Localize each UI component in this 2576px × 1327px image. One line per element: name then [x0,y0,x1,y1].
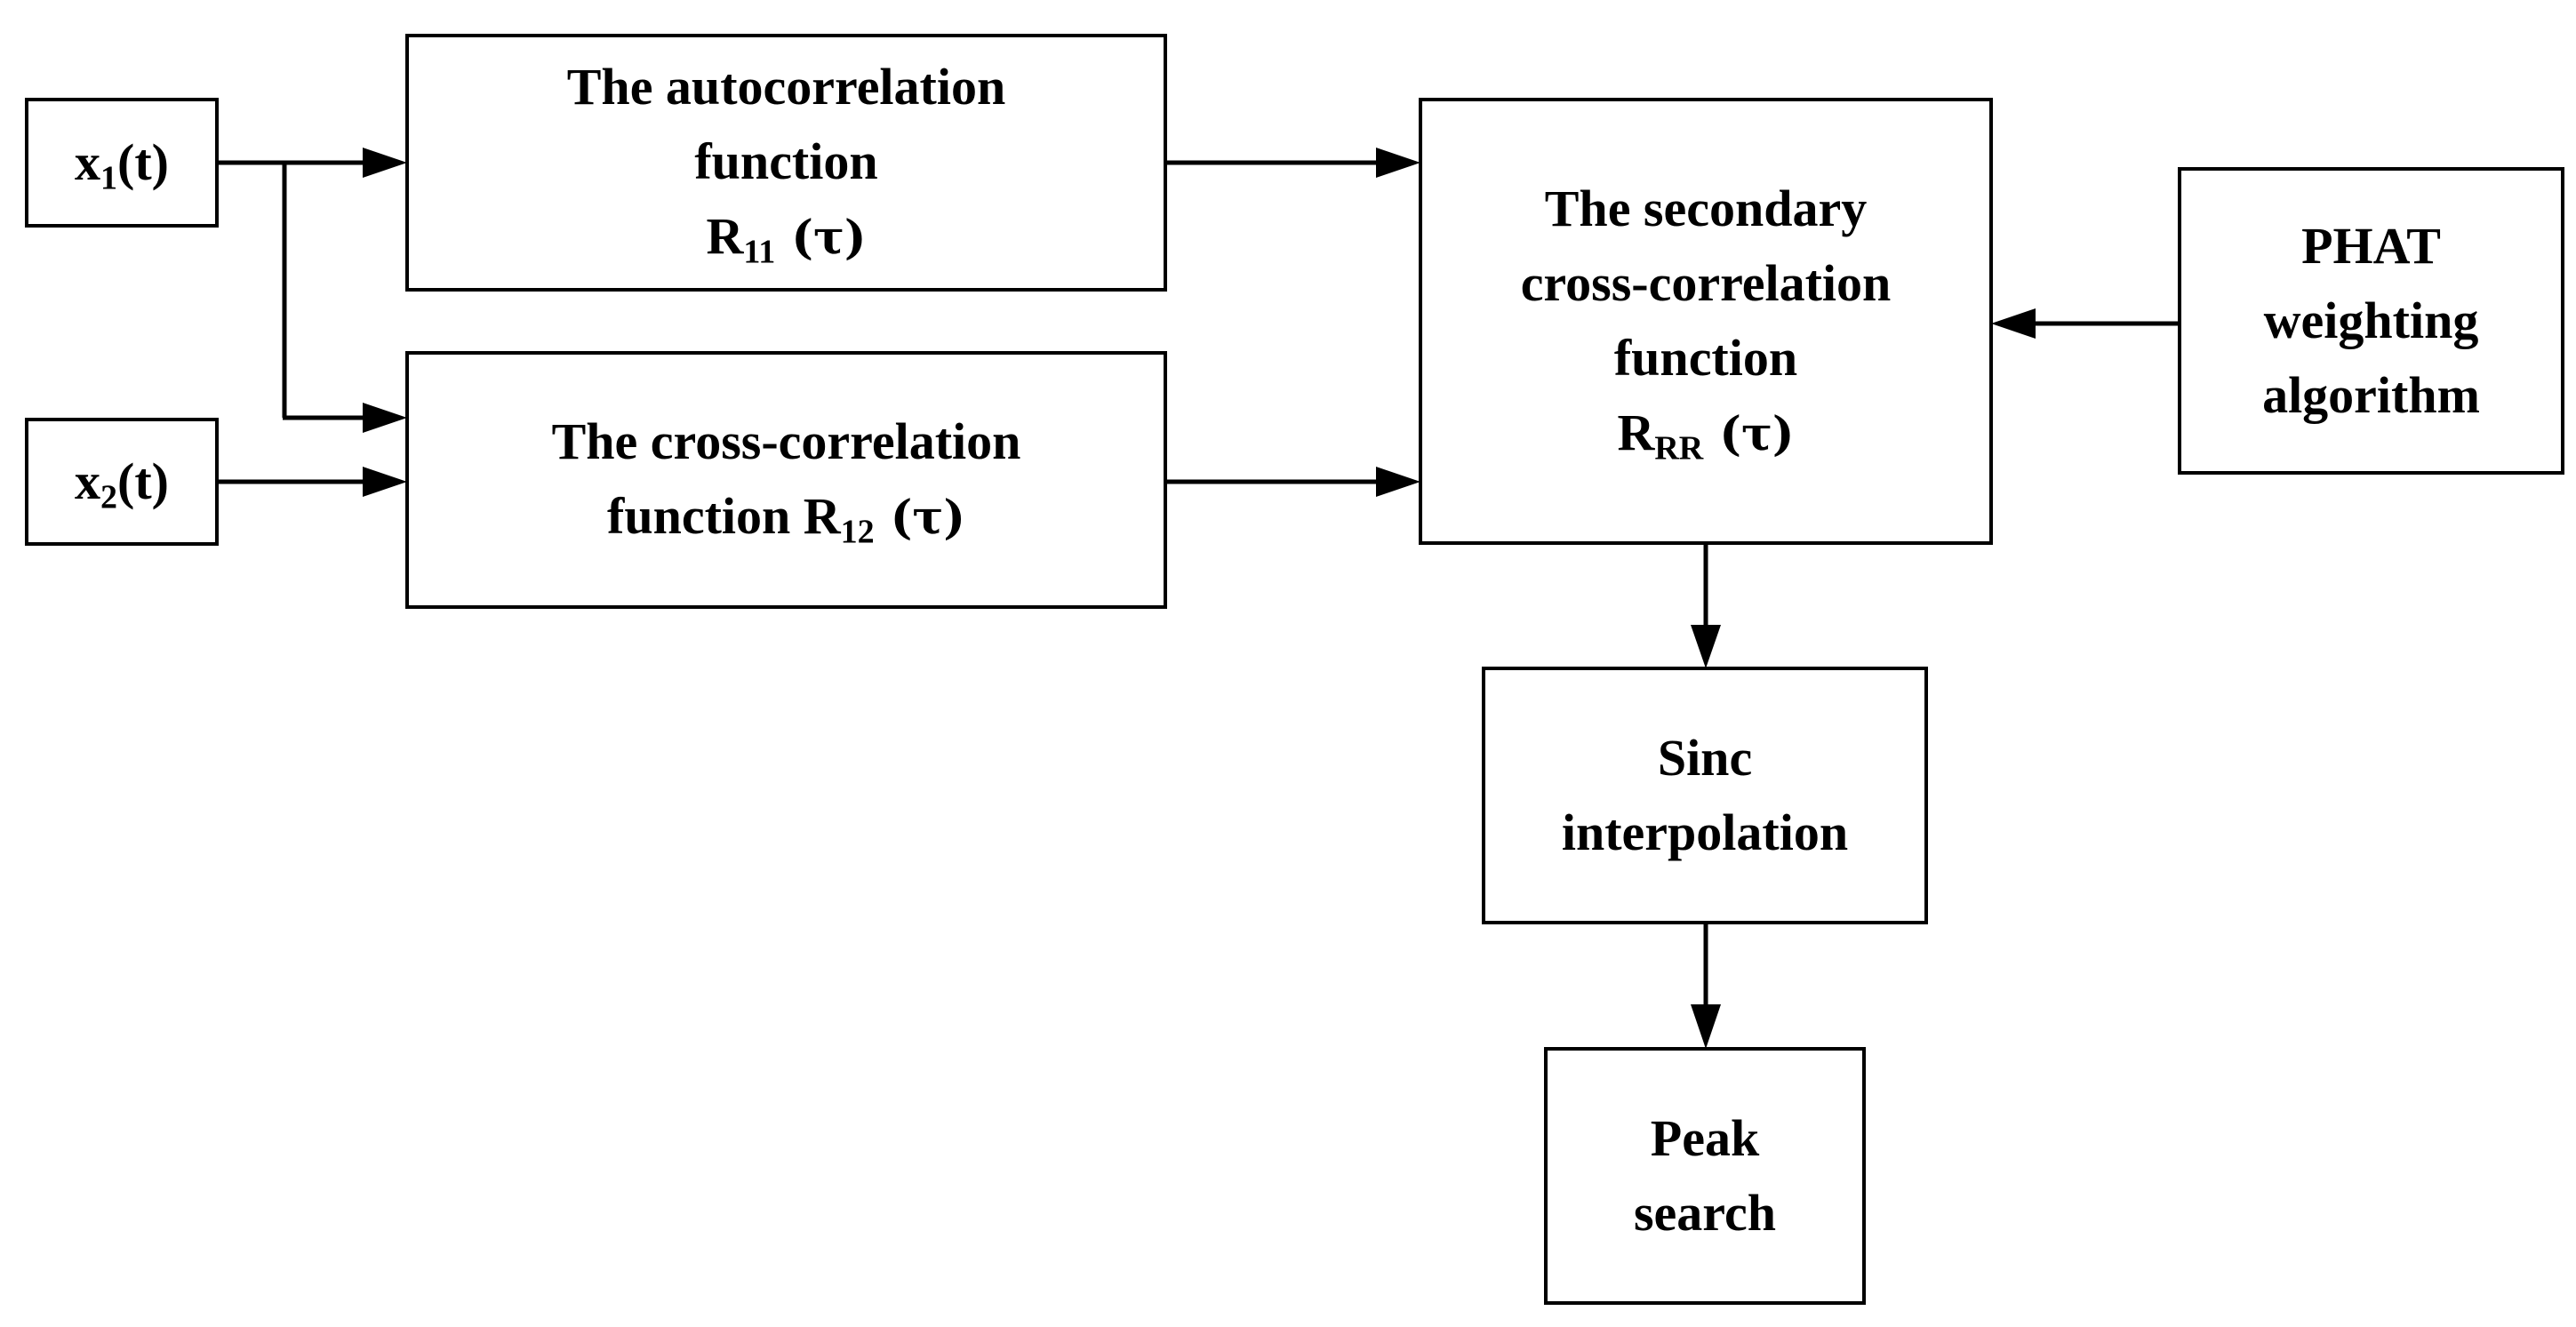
input-x1-subscript: 1 [100,159,118,197]
phat-algorithm-label: algorithm [2262,366,2480,424]
interpolation-label: interpolation [1561,803,1849,861]
input-x1-label: x1(t) [75,125,169,200]
sinc-label: Sinc [1657,729,1753,787]
input-x2-argument: (t) [117,452,169,510]
input-x1-symbol: x [75,133,101,191]
secondary-symbol-main: R [1617,403,1655,461]
input-x2-label: x2(t) [75,444,169,519]
arrowhead-autocorr [363,148,407,178]
arrowhead-secondary-lower [1376,467,1420,497]
secondary-symbol-subscript: RR [1654,429,1704,468]
phat-label: PHAT [2301,217,2441,275]
secondary-function-word: function [1613,328,1798,387]
cross-correlation-symbol-argument: (τ) [874,491,965,545]
arrowhead-peak [1691,1004,1721,1049]
autocorrelation-symbol-subscript: 11 [743,233,776,271]
autocorrelation-symbol-argument: (τ) [775,211,867,265]
input-x2-subscript: 2 [100,478,118,516]
arrowhead-secondary-right [1991,308,2036,339]
peak-label: Peak [1650,1109,1760,1167]
autocorrelation-title: The autocorrelation [566,58,1006,116]
cross-correlation-symbol-main: function R [607,487,841,545]
secondary-cross-correlation-block: The secondary cross-correlation function… [1419,98,1993,545]
arrowhead-crosscorr-lower [363,467,407,497]
cross-correlation-title: The cross-correlation [551,412,1021,470]
autocorrelation-function-word: function [694,132,878,190]
input-x2-symbol: x [75,452,101,510]
secondary-symbol-argument: (τ) [1703,406,1795,461]
sinc-interpolation-block: Sinc interpolation [1482,667,1928,924]
input-x2-block: x2(t) [25,418,219,546]
arrowhead-crosscorr-upper [363,403,407,433]
secondary-subtitle: cross-correlation [1520,253,1892,312]
cross-correlation-symbol-subscript: 12 [840,513,875,551]
cross-correlation-block: The cross-correlation function R12 (τ) [405,351,1167,609]
autocorrelation-symbol: R11 (τ) [706,199,866,276]
cross-correlation-symbol: function R12 (τ) [607,479,965,556]
secondary-symbol: RRR (τ) [1617,396,1794,472]
autocorrelation-symbol-main: R [706,207,744,265]
search-label: search [1633,1184,1776,1242]
arrowhead-sinc [1691,625,1721,668]
secondary-title: The secondary [1544,179,1868,237]
phat-weighting-label: weighting [2263,292,2479,349]
peak-search-block: Peak search [1544,1047,1866,1305]
input-x1-argument: (t) [117,133,169,191]
autocorrelation-block: The autocorrelation function R11 (τ) [405,34,1167,292]
phat-weighting-block: PHAT weighting algorithm [2178,167,2564,475]
arrowhead-secondary-upper [1376,148,1420,178]
input-x1-block: x1(t) [25,98,219,228]
